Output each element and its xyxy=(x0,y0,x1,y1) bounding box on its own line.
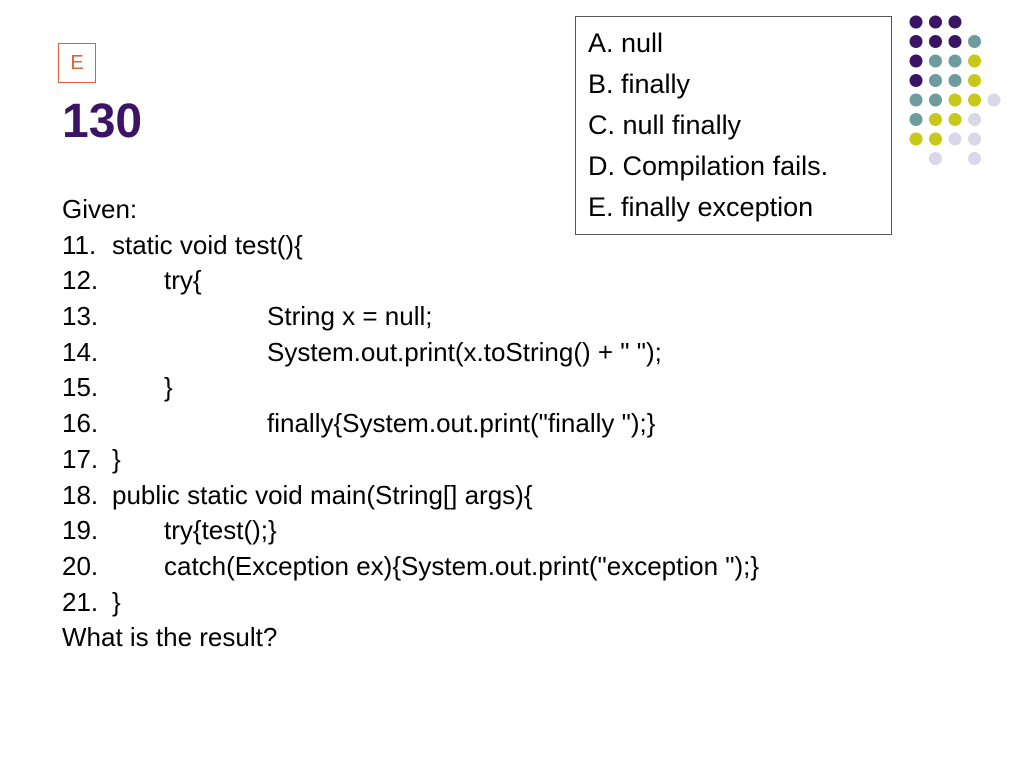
decorative-dot xyxy=(929,132,942,146)
decorative-dot xyxy=(948,35,962,48)
line-number: 21. xyxy=(62,586,99,617)
option-d[interactable]: D. Compilation fails. xyxy=(588,151,829,181)
code-text: finally{System.out.print("finally ");} xyxy=(267,408,656,439)
decorative-dot xyxy=(909,132,923,146)
answer-badge: E xyxy=(58,43,96,83)
decorative-dot xyxy=(948,15,962,29)
decorative-dot xyxy=(968,113,981,126)
decorative-dot xyxy=(968,54,981,68)
line-number: 14. xyxy=(62,336,99,367)
question-prompt-text: What is the result? xyxy=(62,622,278,653)
decorative-dot xyxy=(909,54,923,68)
code-text: try{ xyxy=(164,265,202,296)
line-number: 15. xyxy=(62,372,99,403)
question-number: 130 xyxy=(62,95,143,148)
decorative-dot xyxy=(968,74,981,87)
line-number: 16. xyxy=(62,408,99,439)
line-number: 17. xyxy=(62,443,99,474)
option-c[interactable]: C. null finally xyxy=(588,110,742,140)
decorative-dot xyxy=(909,35,923,48)
option-a[interactable]: A. null xyxy=(588,28,664,58)
decorative-dot xyxy=(948,93,962,107)
option-b[interactable]: B. finally xyxy=(588,69,691,99)
line-number: 20. xyxy=(62,550,99,581)
decorative-dot xyxy=(929,113,942,126)
decorative-dot xyxy=(909,93,923,107)
line-number: 18. xyxy=(62,479,99,510)
decorative-dot xyxy=(929,152,942,165)
code-text: } xyxy=(112,586,121,617)
given-label-text: Given: xyxy=(62,194,138,224)
line-number: 13. xyxy=(62,301,99,332)
decorative-dot xyxy=(929,74,942,87)
code-text: static void test(){ xyxy=(112,229,303,260)
code-text: } xyxy=(112,443,121,474)
decorative-dot xyxy=(948,54,962,68)
decorative-dot xyxy=(909,15,923,29)
decorative-dot xyxy=(929,93,942,107)
decorative-dot xyxy=(968,132,981,146)
code-text: } xyxy=(164,372,173,403)
code-text: public static void main(String[] args){ xyxy=(112,479,533,510)
decorative-dot xyxy=(987,93,1001,107)
decorative-dot-grid xyxy=(909,15,1001,165)
line-number: 19. xyxy=(62,515,99,546)
code-text: try{test();} xyxy=(164,515,277,546)
line-number: 11. xyxy=(62,229,97,260)
decorative-dot xyxy=(909,113,923,126)
option-e[interactable]: E. finally exception xyxy=(588,192,814,222)
decorative-dot xyxy=(968,93,981,107)
decorative-dot xyxy=(948,113,962,126)
decorative-dot xyxy=(948,132,962,146)
code-text: String x = null; xyxy=(267,301,433,332)
decorative-dot xyxy=(929,15,942,29)
code-text: catch(Exception ex){System.out.print("ex… xyxy=(164,550,760,581)
decorative-dot xyxy=(968,35,981,48)
code-text: System.out.print(x.toString() + " "); xyxy=(267,336,662,367)
decorative-dot xyxy=(968,152,981,165)
options-box: A. null B. finally C. null finally D. Co… xyxy=(575,16,892,235)
line-number: 12. xyxy=(62,265,99,296)
decorative-dot xyxy=(929,35,942,48)
decorative-dot xyxy=(909,74,923,87)
decorative-dot xyxy=(948,74,962,87)
decorative-dot xyxy=(929,54,942,68)
